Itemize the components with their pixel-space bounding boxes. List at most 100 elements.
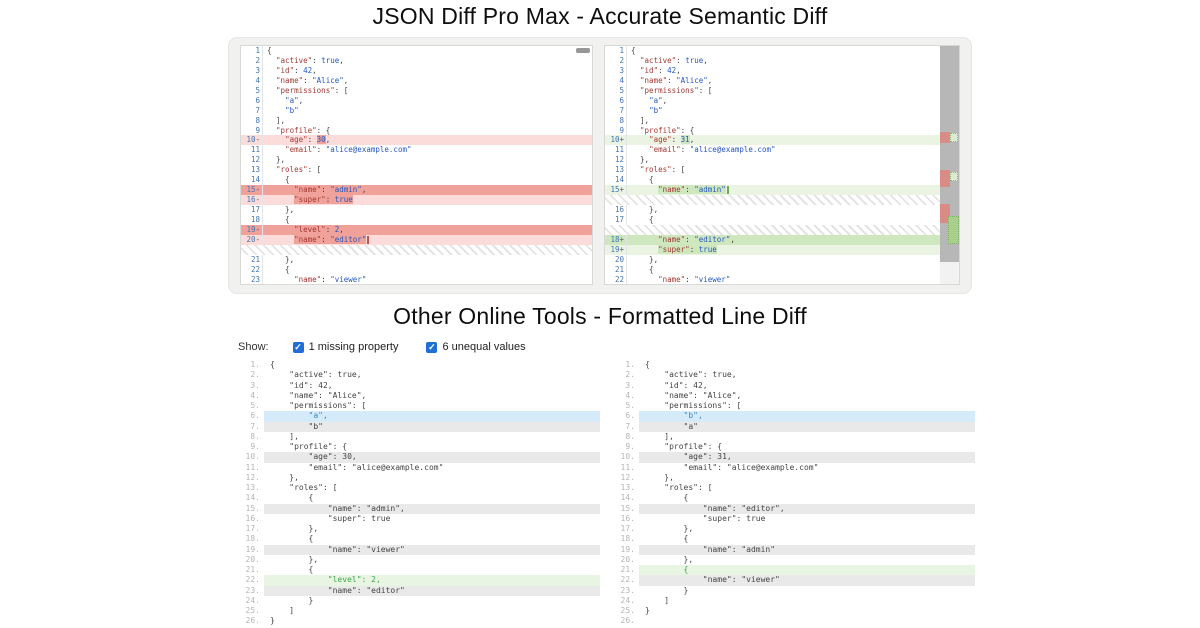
semantic-diff-card: 1{2 "active": true,3 "id": 42,4 "name": … [228,37,972,294]
line-number: 24. [620,595,635,605]
line-number: 4. [250,390,260,400]
line-number: 25. [620,606,635,615]
line-content [626,225,959,235]
overview-ruler[interactable] [940,46,959,284]
diff-line: 3 "id": 42, [605,65,959,76]
diff-caret [726,186,729,195]
diff-line: 23 "name": "viewer" [241,274,592,284]
diff-line: 15. "name": "editor", [613,503,975,514]
diff-marker: + [619,244,624,254]
line-content: { [645,360,650,369]
line-number: 4 [241,75,263,86]
line-number: 2. [250,370,260,380]
line-content: "active": true, [645,370,737,380]
line-content: { [631,214,654,224]
line-diff-left-pane: 1.{2. "active": true,3. "id": 42,4. "nam… [238,360,600,628]
line-content: "name": "admin", [294,185,367,195]
line-content: }, [267,205,295,214]
diff-line: 16 }, [605,205,959,215]
diff-line: 21 { [605,264,959,275]
diff-line: 1{ [241,46,592,56]
line-number: 6 [605,95,627,106]
diff-line: 10. "age": 30, [238,452,600,463]
diff-line: 5 "permissions": [ [605,85,959,96]
diff-line: 19. "name": "admin" [613,544,975,555]
line-number: 12 [605,155,627,166]
semantic-diff-right-pane[interactable]: 1{2 "active": true,3 "id": 42,4 "name": … [604,45,960,285]
line-content: "active": true, [640,55,708,65]
diff-line: 20 }, [605,254,959,265]
diff-line: 18. { [613,534,975,544]
diff-line: 16. "super": true [238,514,600,524]
line-diff-right-pane: 1.{2. "active": true,3. "id": 42,4. "nam… [613,360,975,627]
checkbox-checked-icon[interactable]: ✓ [426,341,438,353]
line-content: } [645,585,689,595]
diff-line: 10. "age": 31, [613,452,975,463]
line-content: }, [270,524,319,533]
line-number: 11 [605,145,627,156]
diff-line: 1{ [605,46,959,56]
line-number: 19- [241,224,263,235]
diff-marker: + [619,234,624,244]
line-content: "a", [649,95,668,105]
scrollbar-thumb[interactable] [576,48,590,53]
filter-bar: Show: ✓ 1 missing property ✓ 6 unequal v… [238,340,554,354]
line-content: "name": "admin" [627,185,959,195]
line-number: 8 [241,115,263,126]
line-number: 17 [241,205,263,215]
diff-line: 1.{ [613,360,975,370]
ruler-removed-mark [940,204,950,223]
diff-line [241,244,592,255]
line-number: 13. [245,483,260,492]
diff-line: 10+ "age": 31, [605,135,959,146]
filter-unequal-values[interactable]: ✓ 6 unequal values [426,341,526,353]
diff-line: 17. }, [238,524,600,534]
diff-line: 17. }, [613,524,975,534]
line-number: 1. [250,360,260,369]
diff-line: 5. "permissions": [ [613,401,975,411]
line-content: }, [645,554,694,564]
ruler-removed-mark [940,132,950,143]
line-number [605,195,626,205]
semantic-diff-left-pane[interactable]: 1{2 "active": true,3 "id": 42,4 "name": … [240,45,593,285]
line-number: 14. [620,493,635,503]
line-number: 26. [620,616,635,626]
line-content: "super": true [270,513,391,523]
line-number: 15- [241,185,263,196]
line-number: 23 [241,274,263,284]
line-content: { [645,534,689,544]
diff-line: 9. "profile": { [613,442,975,452]
diff-line: 24. } [238,596,600,606]
line-content: "permissions": [ [645,401,742,410]
diff-line: 7. "a" [613,421,975,432]
line-content: "roles": [ [645,483,713,492]
line-content: "a", [264,411,600,422]
line-number: 14 [241,175,263,186]
line-content: "name": "Alice", [645,390,742,400]
line-content: "name": "admin" [639,544,975,555]
checkbox-checked-icon[interactable]: ✓ [292,341,304,353]
line-number [605,225,626,235]
line-content: "profile": { [270,442,348,451]
diff-line: 14 { [605,175,959,186]
line-content: { [631,175,654,185]
line-content: "b", [639,411,975,422]
line-content: "id": 42, [645,380,708,390]
line-number: 17. [245,524,260,533]
diff-line: 22. "level": 2, [238,575,600,586]
line-content: { [270,534,314,544]
ruler-added-mark [950,133,958,142]
diff-marker: + [619,135,624,145]
filter-missing-property[interactable]: ✓ 1 missing property [292,341,398,353]
diff-line: 3 "id": 42, [241,65,592,76]
diff-marker: + [619,185,624,195]
line-content: "a", [285,95,304,105]
line-number: 13 [605,165,627,176]
diff-line: 21. { [238,565,600,575]
semantic-diff-title: JSON Diff Pro Max - Accurate Semantic Di… [372,3,828,29]
line-content: "b" [649,105,663,115]
diff-line: 14. { [613,493,975,503]
line-number: 2. [625,370,635,380]
diff-line: 4. "name": "Alice", [238,391,600,401]
